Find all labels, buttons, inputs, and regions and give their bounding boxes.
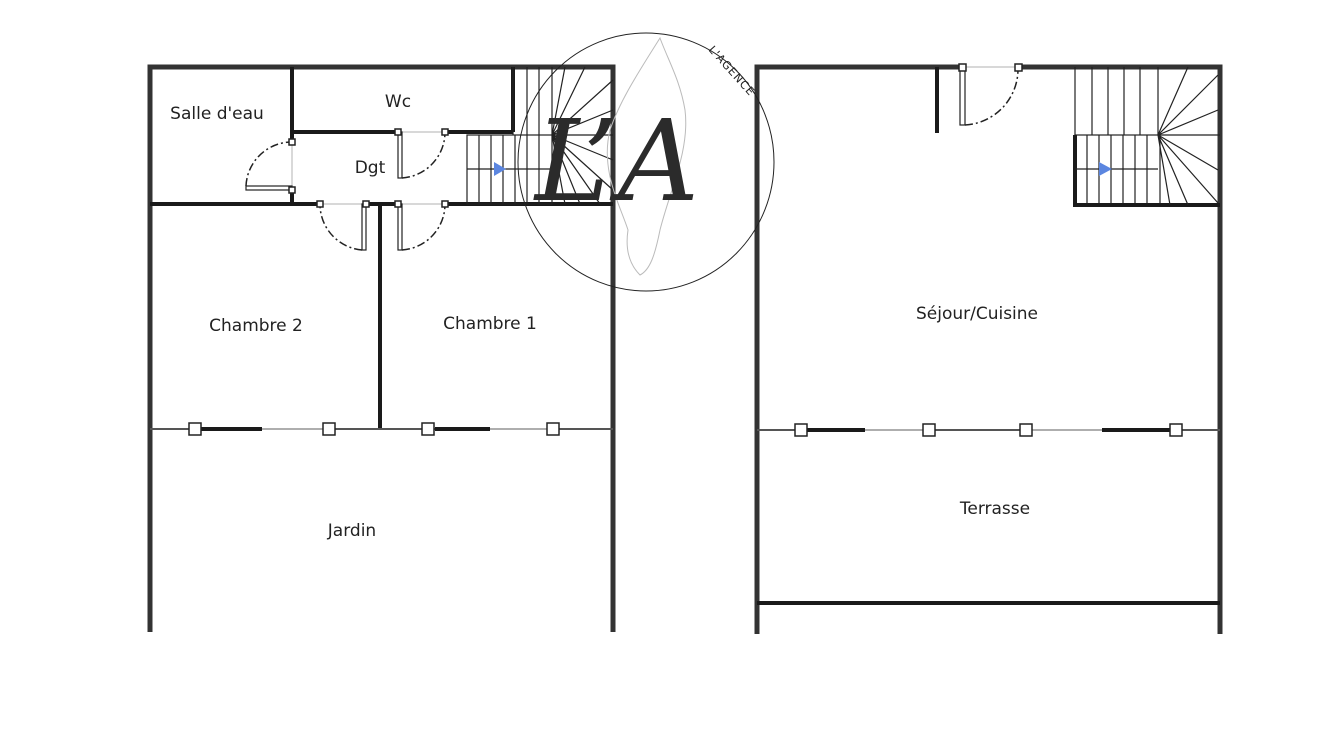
room-label-salle-deau: Salle d'eau [170,104,264,124]
staircase [1073,66,1220,207]
outer-walls [147,64,616,632]
room-label-chambre-2: Chambre 2 [209,316,303,336]
room-label-dgt: Dgt [355,158,386,178]
room-label-sejour-cuisine: Séjour/Cuisine [916,304,1038,324]
upper-floor-plan [754,63,1223,634]
stair-arrow-icon [1099,162,1112,176]
staircase [466,66,614,205]
room-label-chambre-1: Chambre 1 [443,314,537,334]
agency-watermark-logo: L’A L'AGENCE [517,32,775,292]
room-label-jardin: Jardin [327,521,376,541]
logo-agency-text: L'AGENCE [706,43,758,98]
door-posts [288,128,449,208]
room-label-terrasse: Terrasse [959,499,1030,519]
stair-arrow-icon [494,162,506,176]
corsica-outline-icon [606,36,687,276]
logo-monogram: L’A [533,97,699,227]
room-label-wc: Wc [385,92,411,112]
ground-floor-plan [147,64,616,632]
